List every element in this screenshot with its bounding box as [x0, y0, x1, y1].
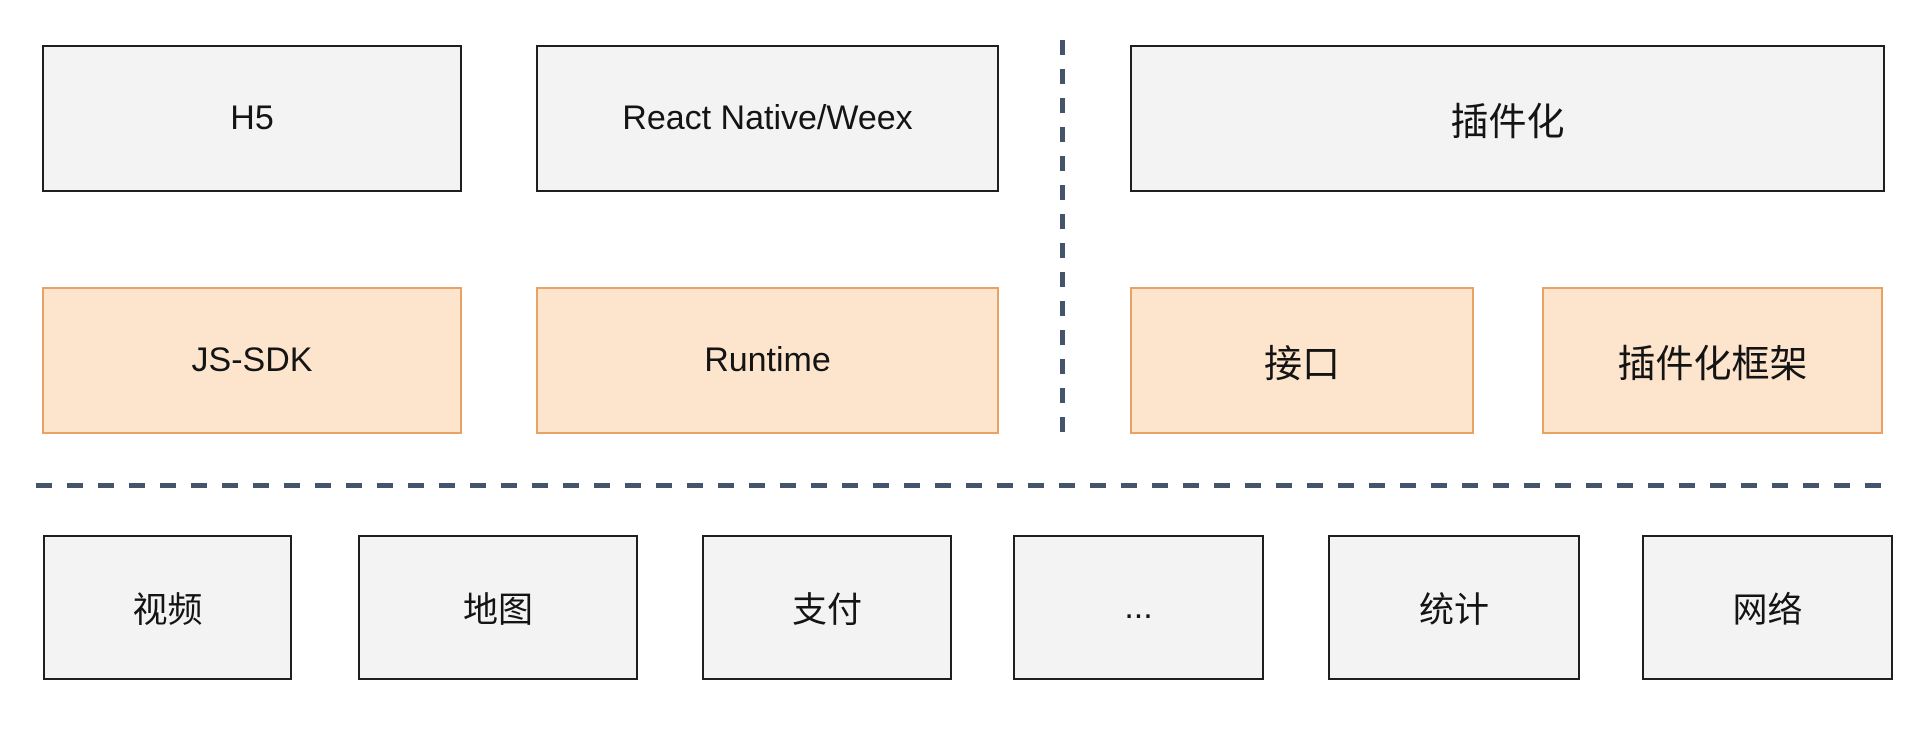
box-runtime: Runtime [536, 287, 999, 434]
box-react-native-weex: React Native/Weex [536, 45, 999, 192]
box-h5: H5 [42, 45, 462, 192]
box-js-sdk: JS-SDK [42, 287, 462, 434]
box-interface: 接口 [1130, 287, 1474, 434]
box-plugin-framework: 插件化框架 [1542, 287, 1883, 434]
box-statistics: 统计 [1328, 535, 1580, 680]
box-plugin: 插件化 [1130, 45, 1885, 192]
box-ellipsis: ... [1013, 535, 1264, 680]
box-video: 视频 [43, 535, 292, 680]
vertical-divider-dashed [1060, 40, 1065, 445]
box-map: 地图 [358, 535, 638, 680]
horizontal-divider-dashed [36, 483, 1888, 488]
box-payment: 支付 [702, 535, 952, 680]
box-network: 网络 [1642, 535, 1893, 680]
